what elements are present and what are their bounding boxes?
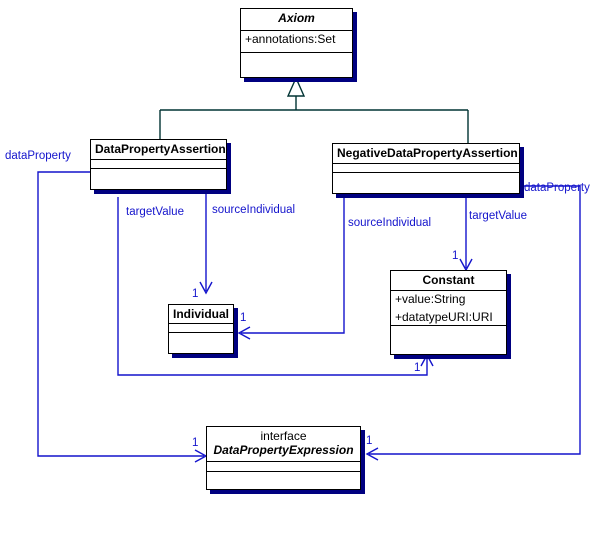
multiplicity-dpe-right: 1 [366, 435, 373, 447]
class-box-axiom[interactable]: Axiom +annotations:Set [240, 8, 353, 78]
class-attributes-compartment [207, 462, 360, 472]
multiplicity-individual-top: 1 [192, 288, 199, 300]
class-attribute: +annotations:Set [245, 32, 336, 46]
edge-label-sourceindividual-left: sourceIndividual [212, 204, 296, 216]
class-attributes-compartment [333, 164, 519, 173]
class-name-compartment: interface DataPropertyExpression [207, 427, 360, 462]
class-name-label: DataPropertyAssertion [95, 142, 226, 156]
interface-stereotype-label: interface [260, 429, 307, 443]
edge-label-targetvalue-left: targetValue [126, 206, 184, 218]
class-box-individual[interactable]: Individual [168, 304, 234, 354]
class-name-compartment: Constant [391, 271, 506, 291]
multiplicity-constant-bottom: 1 [414, 362, 421, 374]
class-attribute: +value:String [395, 292, 466, 306]
class-attributes-compartment [91, 160, 226, 169]
arrowhead-open-left [237, 326, 251, 340]
class-name-label: Axiom [278, 11, 315, 25]
class-operations-compartment [241, 53, 352, 121]
class-operations-compartment [391, 326, 506, 409]
class-box-constant[interactable]: Constant +value:String +datatypeURI:URI [390, 270, 507, 355]
class-name-compartment: Individual [169, 305, 233, 324]
class-attributes-compartment: +value:String +datatypeURI:URI [391, 291, 506, 326]
edge-label-sourceindividual-right: sourceIndividual [348, 217, 432, 229]
uml-diagram-canvas: Axiom +annotations:Set DataPropertyAsser… [5, 8, 590, 490]
class-operations-compartment [207, 472, 360, 534]
arrowhead-open-right [194, 449, 208, 463]
multiplicity-individual-right: 1 [240, 312, 247, 324]
arrowhead-open-down [459, 258, 473, 272]
class-name-label: Constant [422, 273, 475, 287]
class-attributes-compartment [169, 324, 233, 333]
class-name-compartment: Axiom [241, 9, 352, 31]
class-box-data-property-expression[interactable]: interface DataPropertyExpression [206, 426, 361, 490]
edge-label-dataproperty-right: dataProperty [524, 182, 590, 194]
arrowhead-open-left [365, 447, 379, 461]
class-name-label: NegativeDataPropertyAssertion [337, 146, 518, 160]
class-name-compartment: DataPropertyAssertion [91, 140, 226, 160]
class-box-negative-data-property-assertion[interactable]: NegativeDataPropertyAssertion [332, 143, 520, 194]
edge-label-targetvalue-right: targetValue [469, 210, 527, 222]
multiplicity-dpe-left: 1 [192, 437, 199, 449]
class-name-compartment: NegativeDataPropertyAssertion [333, 144, 519, 164]
class-box-data-property-assertion[interactable]: DataPropertyAssertion [90, 139, 227, 190]
multiplicity-constant-top: 1 [452, 250, 459, 262]
edge-label-dataproperty-left: dataProperty [5, 150, 71, 162]
class-operations-compartment [169, 333, 233, 381]
class-name-label: Individual [173, 307, 230, 321]
class-attributes-compartment: +annotations:Set [241, 31, 352, 53]
class-attribute: +datatypeURI:URI [395, 310, 493, 324]
arrowhead-open-down [199, 281, 213, 295]
class-name-label: DataPropertyExpression [213, 443, 354, 457]
